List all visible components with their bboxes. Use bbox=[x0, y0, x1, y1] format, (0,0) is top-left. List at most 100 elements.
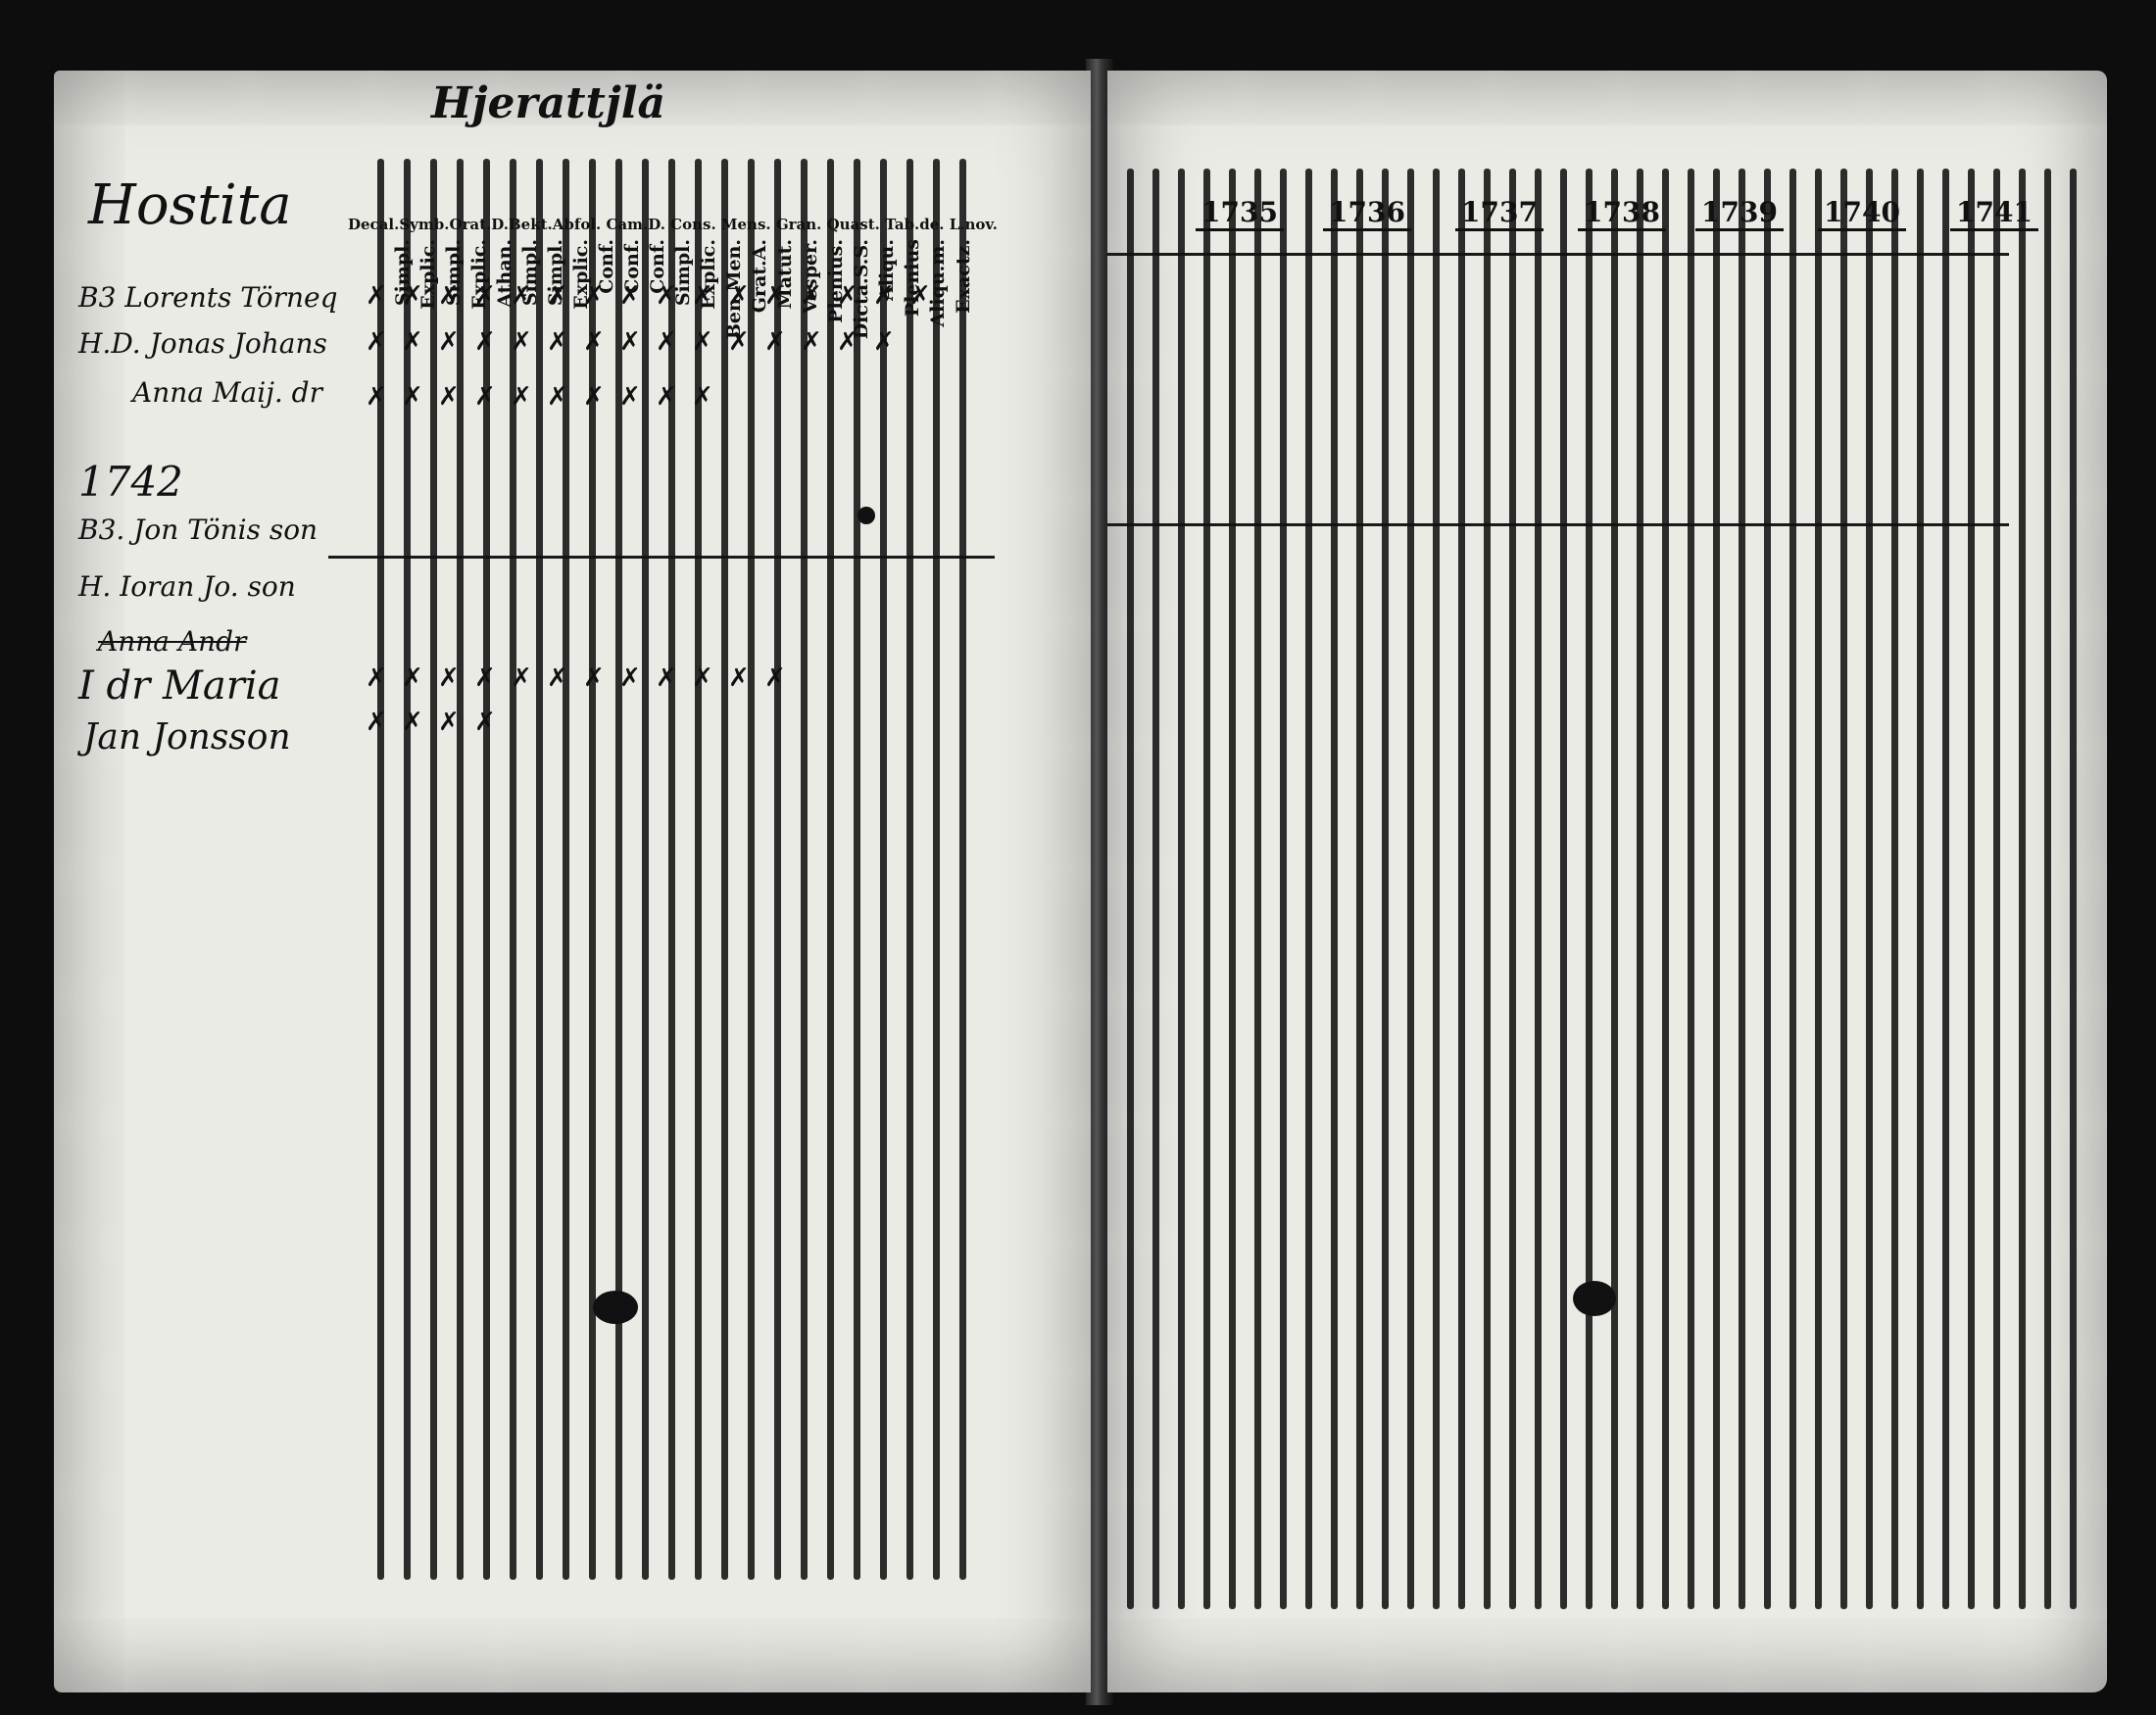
tally-mark: ✗ bbox=[438, 281, 460, 311]
tally-mark: ✗ bbox=[619, 382, 641, 412]
year-heading: 1736 bbox=[1323, 196, 1411, 231]
tally-mark: ✗ bbox=[547, 663, 568, 693]
ruled-line bbox=[906, 159, 913, 1580]
ruled-line bbox=[959, 159, 966, 1580]
ink-blot bbox=[1573, 1281, 1616, 1316]
tally-mark: ✗ bbox=[873, 281, 895, 311]
ruled-line bbox=[1229, 169, 1236, 1609]
tally-mark: ✗ bbox=[366, 327, 387, 357]
tally-mark: ✗ bbox=[583, 663, 605, 693]
ruled-line bbox=[721, 159, 728, 1580]
ruled-line bbox=[1789, 169, 1796, 1609]
ruled-line bbox=[1866, 169, 1873, 1609]
year-heading: 1738 bbox=[1578, 196, 1666, 231]
ruled-line bbox=[483, 159, 490, 1580]
ruled-line bbox=[1535, 169, 1542, 1609]
tally-mark: ✗ bbox=[402, 327, 423, 357]
ruled-line bbox=[1305, 169, 1312, 1609]
tally-mark: ✗ bbox=[873, 327, 895, 357]
tally-mark: ✗ bbox=[438, 382, 460, 412]
ruled-line bbox=[589, 159, 596, 1580]
year-heading: 1737 bbox=[1455, 196, 1544, 231]
ruled-line bbox=[2044, 169, 2051, 1609]
entry-year: 1742 bbox=[78, 458, 183, 506]
ruled-line bbox=[1560, 169, 1567, 1609]
tally-mark: ✗ bbox=[366, 281, 387, 311]
ruled-line bbox=[457, 159, 464, 1580]
section-label: Hostita bbox=[88, 173, 292, 237]
tally-mark: ✗ bbox=[619, 327, 641, 357]
row-divider bbox=[328, 556, 995, 559]
entry-name: B3. Jon Tönis son bbox=[78, 514, 318, 546]
ruled-line bbox=[1356, 169, 1363, 1609]
ruled-line bbox=[1662, 169, 1669, 1609]
tally-mark: ✗ bbox=[366, 663, 387, 693]
tally-mark: ✗ bbox=[547, 281, 568, 311]
ruled-line bbox=[1484, 169, 1491, 1609]
ruled-line bbox=[1203, 169, 1210, 1609]
entry-name: H. Ioran Jo. son bbox=[78, 570, 296, 603]
tally-mark: ✗ bbox=[764, 663, 786, 693]
ruled-line bbox=[1127, 169, 1134, 1609]
entry-name: I dr Maria bbox=[78, 663, 281, 709]
tally-mark: ✗ bbox=[909, 281, 931, 311]
ruled-line bbox=[2070, 169, 2077, 1609]
tally-mark: ✗ bbox=[656, 663, 677, 693]
ruled-line bbox=[1586, 169, 1592, 1609]
tally-mark: ✗ bbox=[547, 327, 568, 357]
year-heading: 1740 bbox=[1818, 196, 1906, 231]
ruled-line bbox=[1968, 169, 1975, 1609]
entry-name: Anna Maij. dr bbox=[132, 376, 322, 409]
row-divider bbox=[1107, 253, 2009, 256]
tally-mark: ✗ bbox=[692, 281, 713, 311]
tally-mark: ✗ bbox=[402, 382, 423, 412]
ruled-line bbox=[1433, 169, 1440, 1609]
ruled-line bbox=[1815, 169, 1822, 1609]
ruled-line bbox=[854, 159, 860, 1580]
tally-mark: ✗ bbox=[511, 663, 532, 693]
tally-mark: ✗ bbox=[837, 281, 858, 311]
tally-mark: ✗ bbox=[619, 663, 641, 693]
ruled-line bbox=[1942, 169, 1949, 1609]
ruled-line bbox=[1331, 169, 1338, 1609]
ruled-line bbox=[404, 159, 411, 1580]
ruled-line bbox=[668, 159, 675, 1580]
ruled-line bbox=[933, 159, 940, 1580]
tally-mark: ✗ bbox=[474, 382, 496, 412]
ruled-line bbox=[1891, 169, 1898, 1609]
entry-name: H.D. Jonas Johans bbox=[78, 327, 327, 360]
ruled-line bbox=[1254, 169, 1261, 1609]
ink-blot bbox=[858, 507, 875, 524]
ruled-line bbox=[774, 159, 781, 1580]
ruled-line bbox=[1688, 169, 1694, 1609]
entry-name: Jan Jonsson bbox=[83, 717, 291, 758]
ruled-line bbox=[1178, 169, 1185, 1609]
ruled-line bbox=[1637, 169, 1643, 1609]
ruled-line bbox=[1509, 169, 1516, 1609]
year-heading: 1735 bbox=[1196, 196, 1284, 231]
tally-mark: ✗ bbox=[402, 281, 423, 311]
ruled-line bbox=[1280, 169, 1287, 1609]
tally-mark: ✗ bbox=[402, 663, 423, 693]
tally-mark: ✗ bbox=[474, 708, 496, 737]
ruled-line bbox=[1458, 169, 1465, 1609]
tally-mark: ✗ bbox=[728, 281, 750, 311]
tally-mark: ✗ bbox=[583, 327, 605, 357]
tally-mark: ✗ bbox=[474, 663, 496, 693]
tally-mark: ✗ bbox=[692, 327, 713, 357]
ruled-line bbox=[563, 159, 569, 1580]
ruled-line bbox=[827, 159, 834, 1580]
tally-mark: ✗ bbox=[474, 327, 496, 357]
ruled-line bbox=[1739, 169, 1745, 1609]
tally-mark: ✗ bbox=[511, 281, 532, 311]
tally-mark: ✗ bbox=[366, 708, 387, 737]
tally-mark: ✗ bbox=[547, 382, 568, 412]
tally-mark: ✗ bbox=[801, 327, 822, 357]
ruled-line bbox=[536, 159, 543, 1580]
ruled-line bbox=[801, 159, 808, 1580]
ruled-line bbox=[1611, 169, 1618, 1609]
entry-name: B3 Lorents Törneq bbox=[78, 281, 338, 314]
ruled-line bbox=[377, 159, 384, 1580]
tally-mark: ✗ bbox=[366, 382, 387, 412]
tally-mark: ✗ bbox=[801, 281, 822, 311]
